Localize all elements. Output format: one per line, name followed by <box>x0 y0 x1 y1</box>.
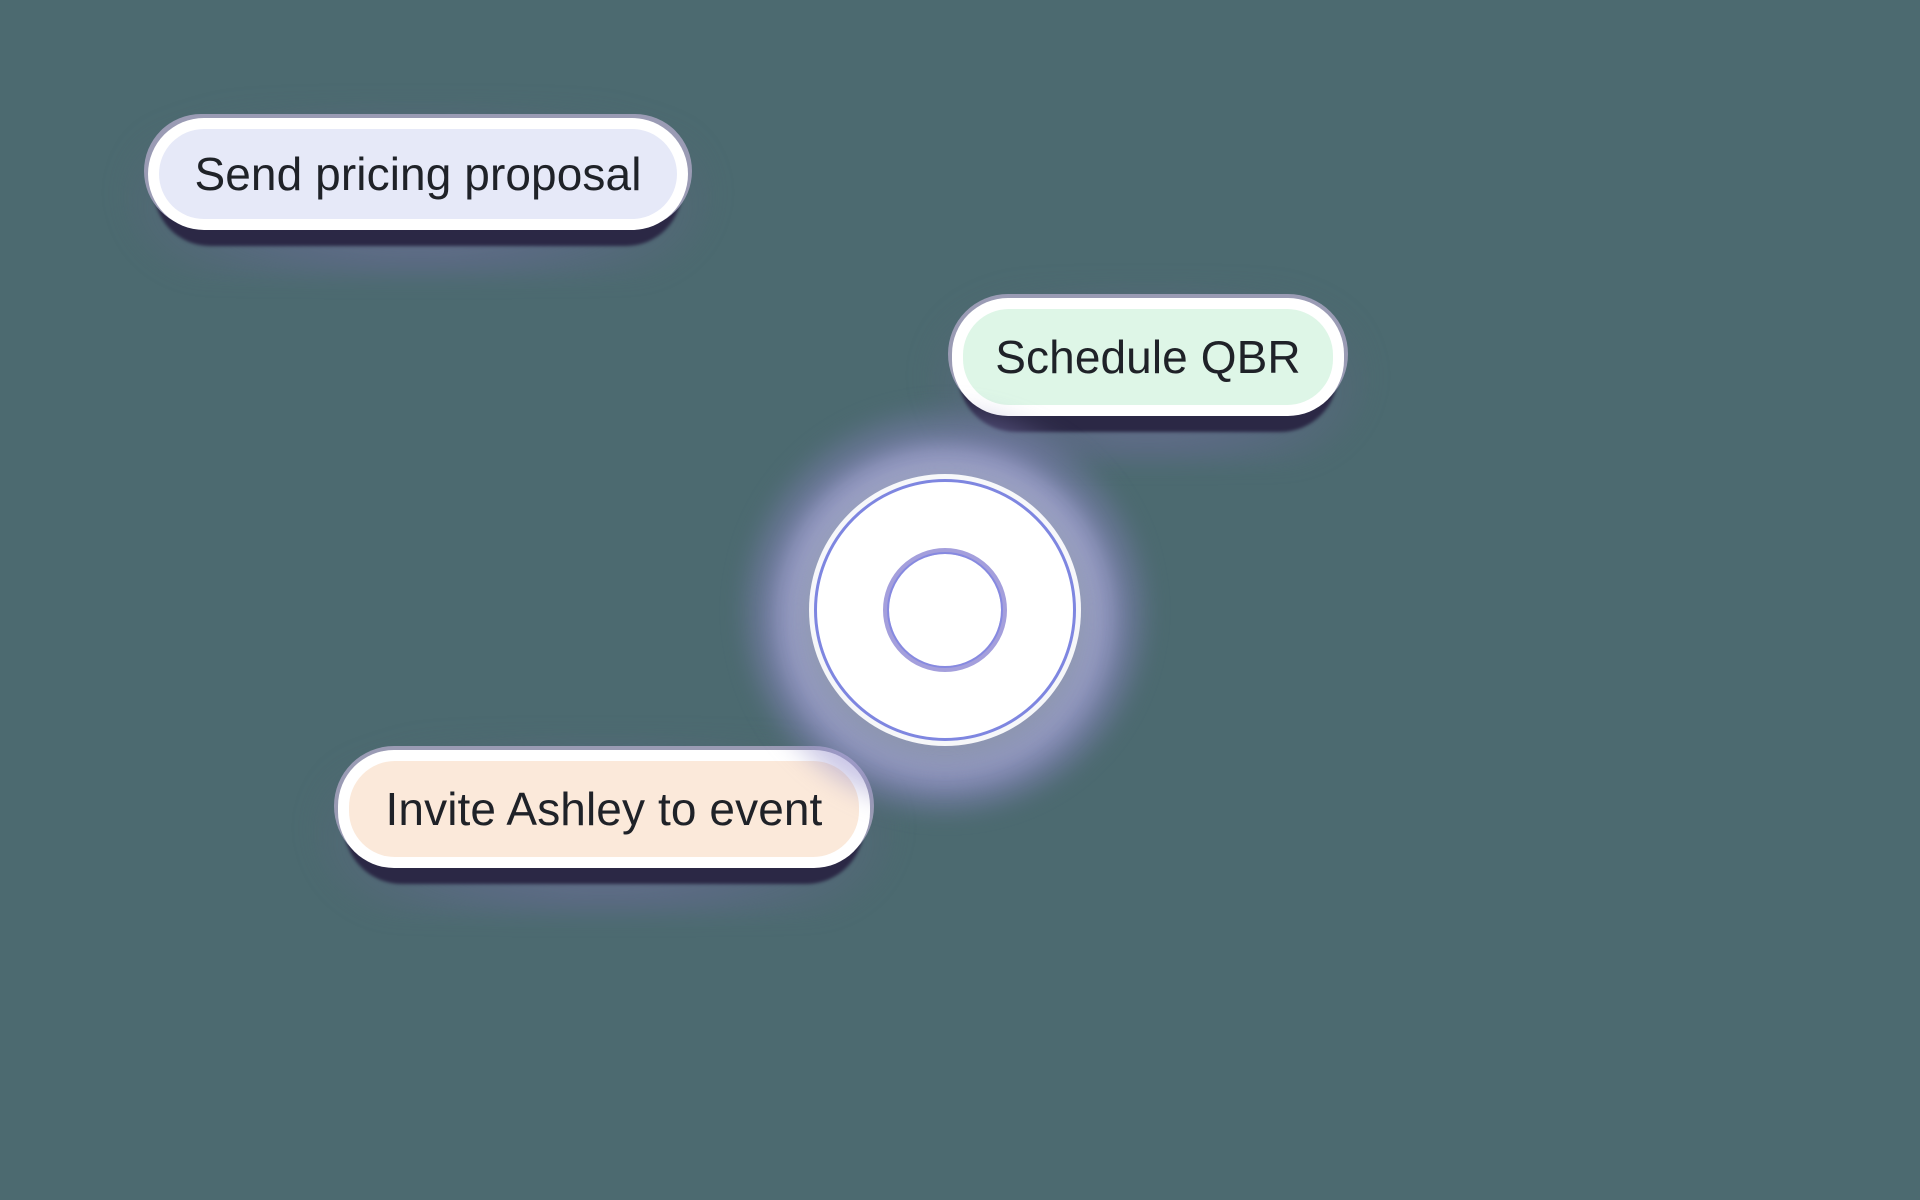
chip-inner-surface: Schedule QBR <box>963 309 1333 405</box>
chip-outer-ring[interactable]: Schedule QBR <box>952 298 1344 416</box>
chip-label: Send pricing proposal <box>194 148 642 200</box>
chip-label: Schedule QBR <box>995 331 1301 383</box>
chip-send-pricing-proposal[interactable]: Send pricing proposal <box>122 104 714 276</box>
chip-outer-ring[interactable]: Invite Ashley to event <box>338 750 870 868</box>
chip-outer-ring[interactable]: Send pricing proposal <box>148 118 688 230</box>
chip-schedule-qbr[interactable]: Schedule QBR <box>926 284 1370 462</box>
chip-inner-surface: Send pricing proposal <box>159 129 677 219</box>
chip-invite-ashley-to-event[interactable]: Invite Ashley to event <box>312 736 896 914</box>
chip-inner-surface: Invite Ashley to event <box>349 761 859 857</box>
chip-label: Invite Ashley to event <box>385 783 823 835</box>
orb-center-ring-icon <box>883 548 1007 672</box>
